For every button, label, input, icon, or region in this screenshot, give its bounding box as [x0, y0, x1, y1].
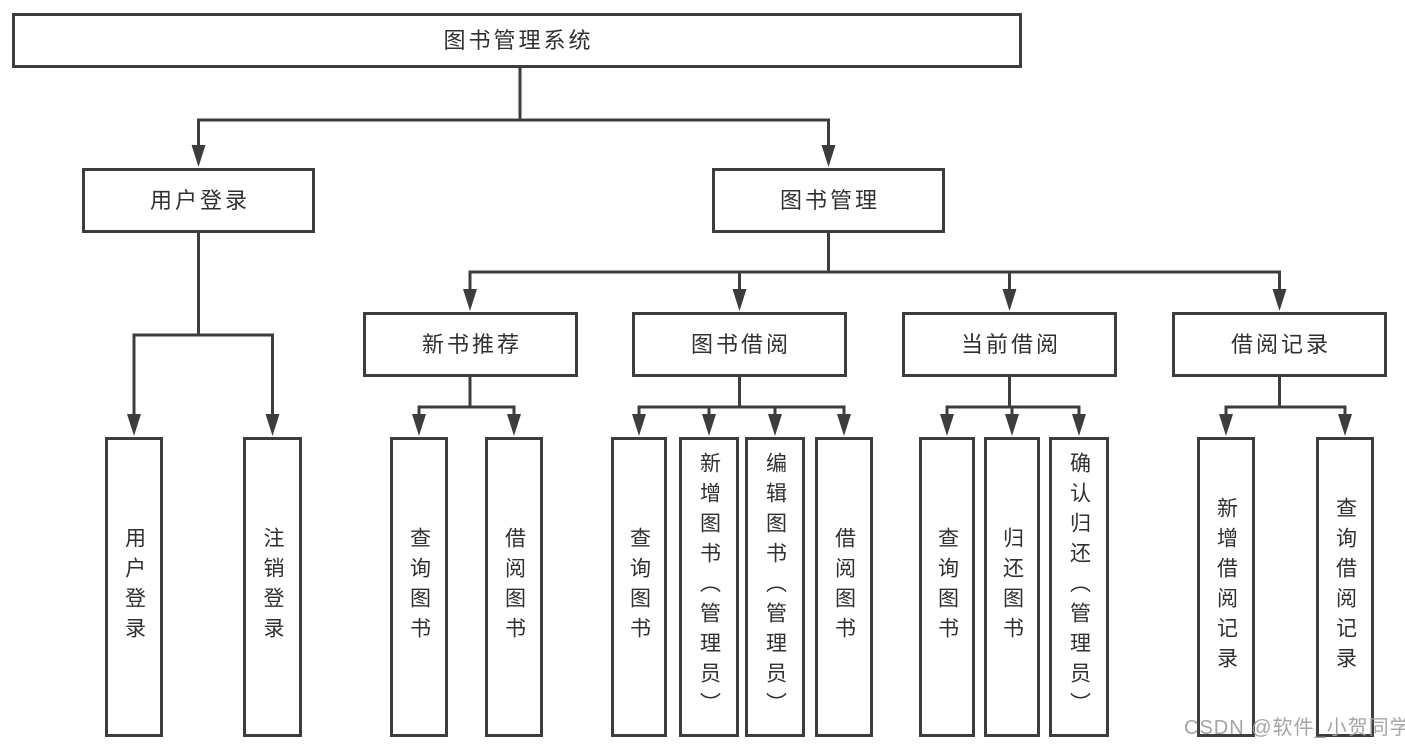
node-new-book-recommend-label: 新书推荐 — [421, 331, 522, 357]
node-user-login: 用户登录 — [82, 168, 315, 233]
leaf-current-query-book-label: 查询图书 — [935, 527, 959, 647]
leaf-borrow-query-book: 查询图书 — [611, 437, 667, 737]
arrowheads — [127, 145, 1352, 436]
node-current-borrowing-label: 当前借阅 — [960, 331, 1061, 357]
leaf-rec-borrow-book: 借阅图书 — [485, 437, 543, 737]
leaf-query-borrow-record-label: 查询借阅记录 — [1333, 497, 1357, 677]
leaf-logout-label: 注销登录 — [261, 527, 284, 647]
leaf-add-borrow-record-label: 新增借阅记录 — [1214, 497, 1238, 677]
leaf-user-login-label: 用户登录 — [122, 527, 146, 647]
leaf-rec-query-book: 查询图书 — [390, 437, 448, 737]
leaf-add-book-admin-label: 新增图书（管理员） — [697, 452, 721, 722]
leaf-user-login: 用户登录 — [105, 437, 163, 737]
connector-paths — [132, 65, 1347, 420]
leaf-return-book-label: 归还图书 — [1000, 527, 1024, 647]
leaf-borrow-query-book-label: 查询图书 — [627, 527, 651, 647]
leaf-confirm-return-admin: 确认归还（管理员） — [1049, 437, 1109, 737]
leaf-add-borrow-record: 新增借阅记录 — [1197, 437, 1255, 737]
leaf-edit-book-admin-label: 编辑图书（管理员） — [763, 452, 787, 722]
leaf-current-query-book: 查询图书 — [919, 437, 975, 737]
leaf-borrow-borrow-book-label: 借阅图书 — [832, 527, 856, 647]
node-borrow-records: 借阅记录 — [1172, 312, 1387, 377]
leaf-add-book-admin: 新增图书（管理员） — [679, 437, 739, 737]
leaf-confirm-return-admin-label: 确认归还（管理员） — [1067, 452, 1091, 722]
leaf-edit-book-admin: 编辑图书（管理员） — [745, 437, 805, 737]
leaf-query-borrow-record: 查询借阅记录 — [1316, 437, 1374, 737]
node-root: 图书管理系统 — [12, 13, 1022, 68]
node-book-management: 图书管理 — [712, 168, 945, 233]
leaf-logout: 注销登录 — [243, 437, 302, 737]
leaf-borrow-borrow-book: 借阅图书 — [815, 437, 873, 737]
node-current-borrowing: 当前借阅 — [902, 312, 1117, 377]
node-root-label: 图书管理系统 — [443, 27, 594, 53]
watermark-text: CSDN @软件_小贺同学 — [1184, 717, 1405, 739]
leaf-rec-borrow-book-label: 借阅图书 — [502, 527, 526, 647]
node-user-login-label: 用户登录 — [149, 187, 250, 213]
leaf-return-book: 归还图书 — [984, 437, 1040, 737]
node-new-book-recommend: 新书推荐 — [363, 312, 578, 377]
node-book-management-label: 图书管理 — [779, 187, 880, 213]
node-borrow-records-label: 借阅记录 — [1230, 331, 1331, 357]
leaf-rec-query-book-label: 查询图书 — [407, 527, 431, 647]
node-book-borrowing-label: 图书借阅 — [690, 331, 791, 357]
node-book-borrowing: 图书借阅 — [632, 312, 847, 377]
